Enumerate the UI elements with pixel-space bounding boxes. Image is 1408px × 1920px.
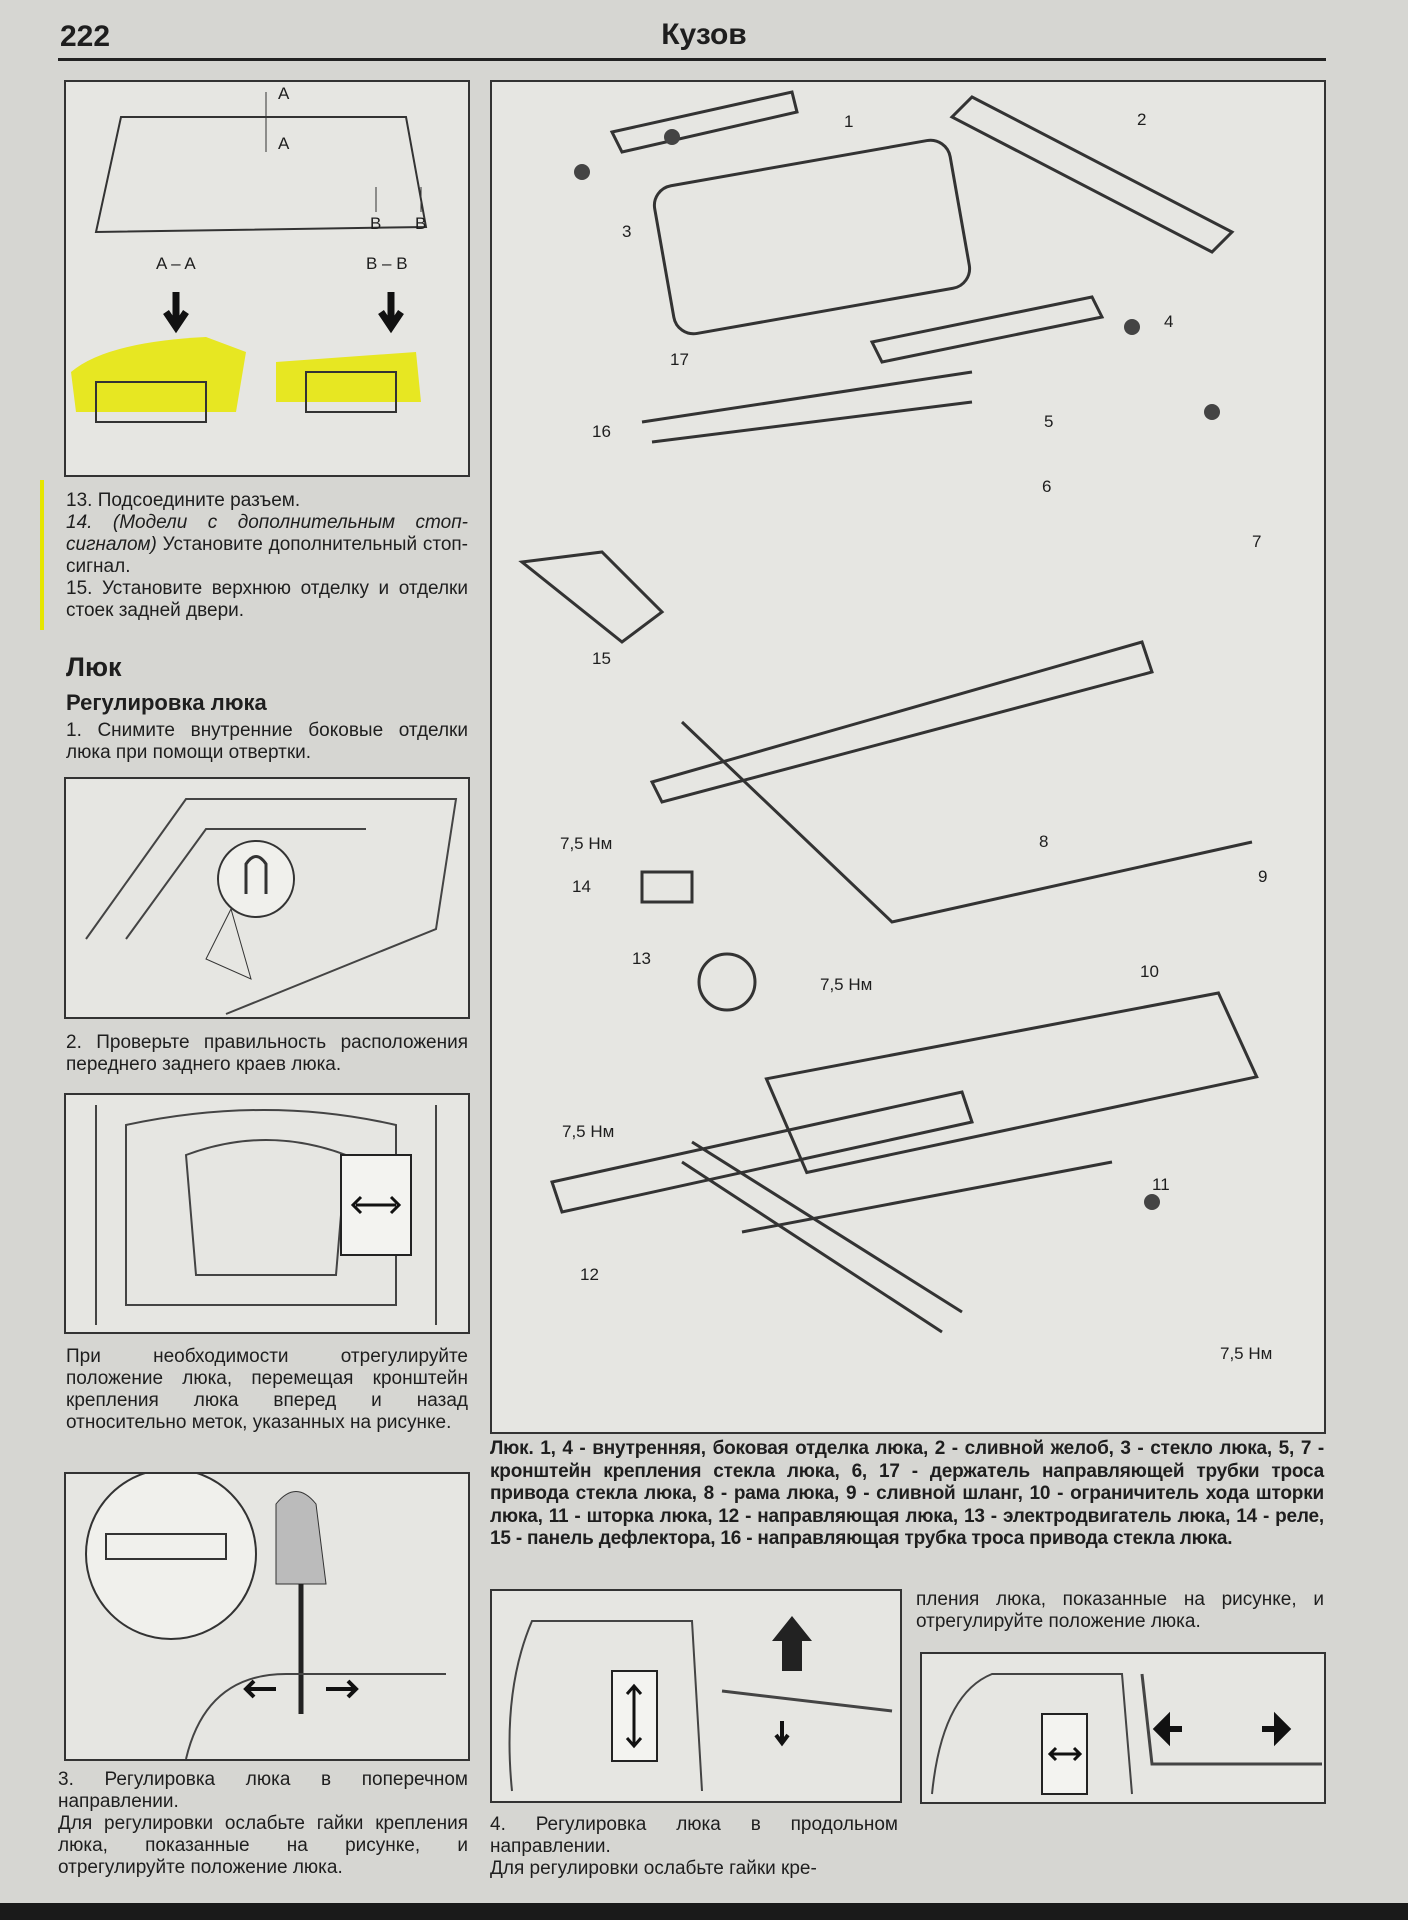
figure-position-check [64, 1093, 470, 1334]
photo-bottom-edge [0, 1903, 1408, 1920]
callout-16: 16 [592, 422, 611, 441]
heading-sunroof: Люк [66, 652, 122, 682]
figure-trim-removal [64, 777, 470, 1019]
step-3-title: 3. Регулировка люка в поперечном направл… [58, 1769, 468, 1812]
sunroof-exploded-drawing [518, 90, 1259, 1334]
window-section-drawing [71, 92, 428, 423]
callout-17: 17 [670, 350, 689, 369]
callout-15: 15 [592, 649, 611, 668]
step-1: 1. Снимите внутренние боковые отделки лю… [66, 720, 468, 763]
section-title: Кузов [661, 18, 747, 51]
steps-13-15: 13. Подсоедините разъем. 14. (Модели с д… [66, 490, 468, 622]
highlighter-mark [40, 480, 44, 630]
figure-longitudinal-adjust [490, 1589, 902, 1803]
callout-11: 11 [1152, 1175, 1170, 1194]
header-rule [58, 58, 1326, 61]
lateral-adjust-drawing [85, 1474, 446, 1759]
callout-14: 14 [572, 877, 591, 896]
torque-label: 7,5 Нм [562, 1122, 615, 1141]
step-4-detail: Для регулировки ослабьте гайки кре- [490, 1858, 817, 1879]
figure-lateral-adjust [64, 1472, 470, 1761]
callout-3: 3 [622, 222, 632, 241]
step-3: 3. Регулировка люка в поперечном направл… [58, 1769, 468, 1879]
label-a-top: A [278, 84, 290, 103]
subheading-adjustment: Регулировка люка [66, 690, 267, 715]
page-number: 222 [60, 20, 111, 53]
step-4-title: 4. Регулировка люка в продольном направл… [490, 1814, 898, 1857]
label-b-left: B [370, 214, 382, 233]
step-4: 4. Регулировка люка в продольном направл… [490, 1814, 898, 1880]
continued-text: пления люка, показанные на рисунке, и от… [916, 1589, 1324, 1632]
callout-9: 9 [1258, 867, 1268, 886]
label-b-right: B [415, 214, 427, 233]
callout-6: 6 [1042, 477, 1052, 496]
callout-7: 7 [1252, 532, 1262, 551]
label-section-aa: A – A [156, 254, 196, 273]
step-14-text: Установите дополнительный стоп-сигнал. [66, 534, 468, 577]
adjust-note: При необходимости отрегулируйте положени… [66, 1346, 468, 1433]
callout-5: 5 [1044, 412, 1054, 431]
position-check-drawing [95, 1105, 437, 1325]
torque-label: 7,5 Нм [560, 834, 613, 853]
trim-removal-drawing [85, 798, 458, 1015]
label-section-bb: B – B [366, 254, 408, 273]
callout-12: 12 [580, 1265, 599, 1284]
callout-1: 1 [844, 112, 854, 131]
step-14: 14. (Модели с дополнительным стоп-сигнал… [66, 512, 468, 578]
callout-4: 4 [1164, 312, 1174, 331]
step-15: 15. Установите верхнюю отделку и отделки… [66, 578, 468, 621]
torque-label: 7,5 Нм [1220, 1344, 1273, 1363]
callout-2: 2 [1137, 110, 1147, 129]
label-a-bottom: A [278, 134, 290, 153]
figure-lateral-position [920, 1652, 1326, 1804]
torque-label: 7,5 Нм [820, 975, 873, 994]
callout-10: 10 [1140, 962, 1159, 981]
diagram-caption: Люк. 1, 4 - внутренняя, боковая отделка … [490, 1438, 1324, 1549]
callout-13: 13 [632, 949, 651, 968]
step-14-condition: 14. (Модели с дополнительным стоп-сигнал… [66, 512, 468, 555]
step-2: 2. Проверьте правильность расположения п… [66, 1032, 468, 1075]
figure-window-section: A A B B A – A B – B [64, 80, 470, 477]
step-13: 13. Подсоедините разъем. [66, 490, 301, 511]
callout-8: 8 [1039, 832, 1049, 851]
figure-sunroof-exploded: 1 2 3 4 5 6 7 8 9 10 11 12 13 14 15 16 1… [490, 80, 1326, 1434]
longitudinal-adjust-drawing [508, 1616, 893, 1792]
step-3-detail: Для регулировки ослабьте гайки крепления… [58, 1813, 468, 1878]
lateral-position-drawing [931, 1673, 1322, 1795]
